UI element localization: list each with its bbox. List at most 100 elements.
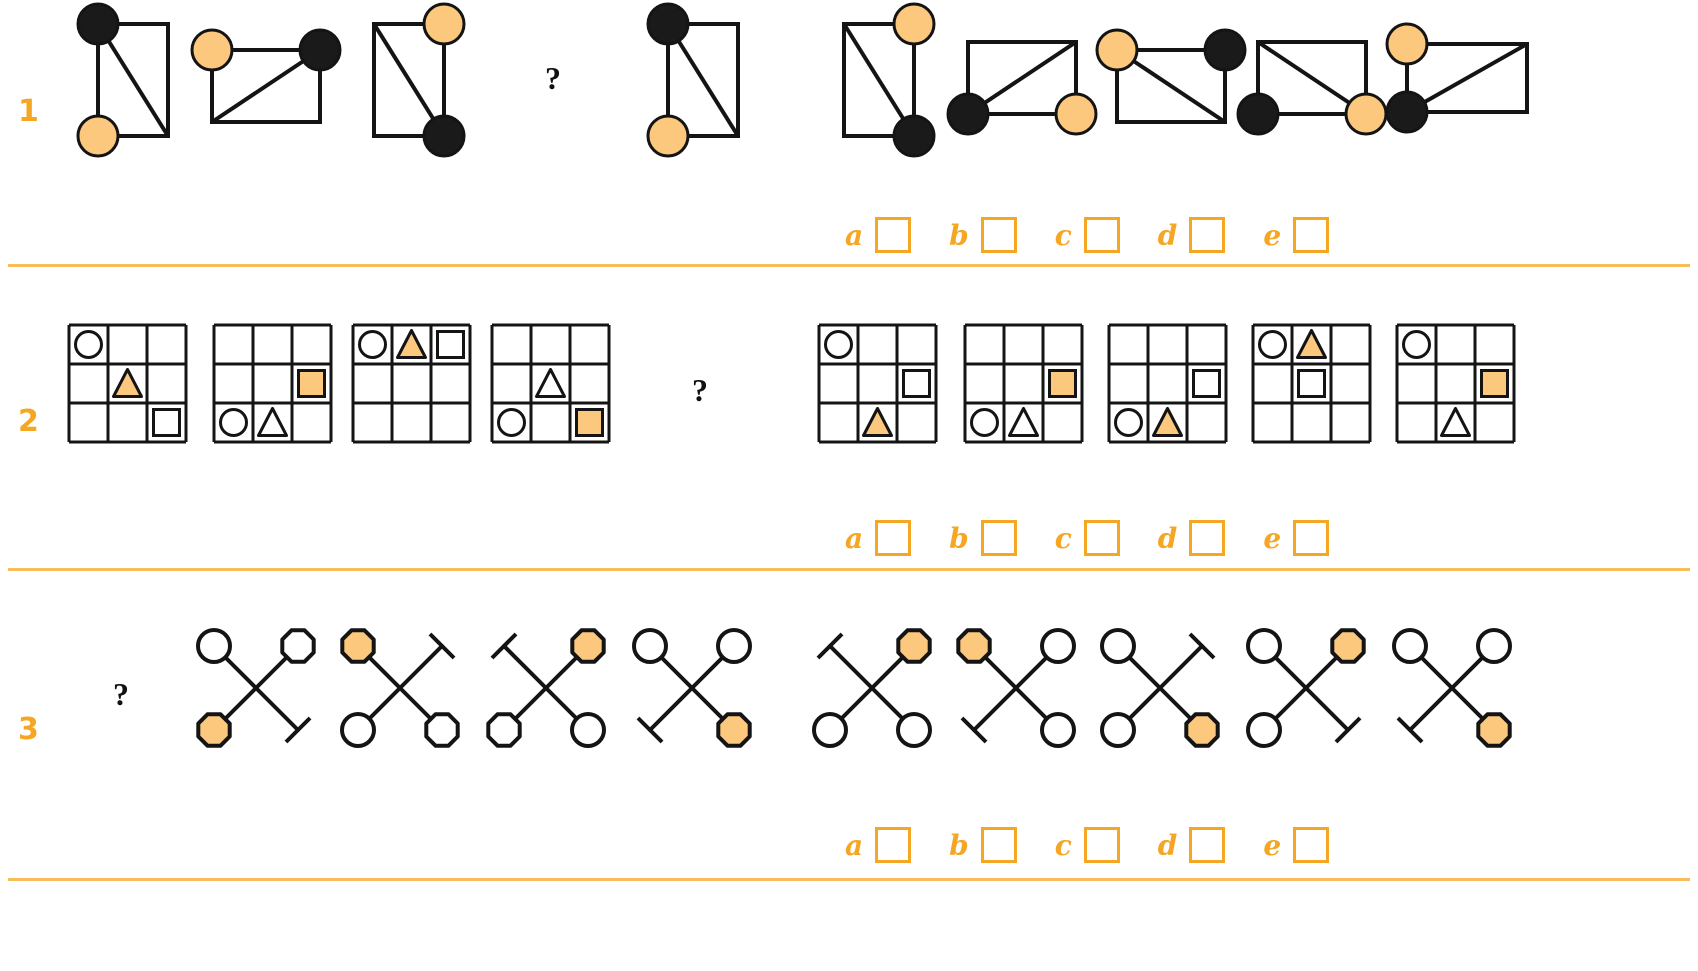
circle-endpoint-icon	[1040, 628, 1076, 664]
row2-sequence-item-4	[489, 322, 612, 445]
triangle-icon	[535, 368, 566, 398]
circle-endpoint-icon	[1100, 628, 1136, 664]
bar-cap-icon	[1334, 716, 1362, 744]
row3-option-b-figure[interactable]	[956, 628, 1076, 748]
row3-option-a-figure[interactable]	[812, 628, 932, 748]
row3-answer-options: a b c d e	[845, 827, 1330, 863]
row2-option-c-figure[interactable]	[1106, 322, 1229, 445]
octagon-endpoint-icon	[716, 712, 752, 748]
row-number-2: 2	[18, 404, 39, 439]
row2-answer-options: a b c d e	[845, 520, 1330, 556]
row2-divider	[8, 568, 1690, 571]
row1-option-a-checkbox[interactable]	[875, 217, 912, 253]
row3-option-d-checkbox[interactable]	[1189, 827, 1226, 863]
bar-cap-icon	[490, 632, 518, 660]
row1-sequence-item-3	[360, 2, 470, 158]
row2-option-a-figure[interactable]	[816, 322, 939, 445]
circle-icon	[219, 408, 248, 437]
row2-option-d[interactable]: d	[1158, 520, 1226, 556]
row3-divider	[8, 878, 1690, 881]
row3-option-c-checkbox[interactable]	[1083, 827, 1120, 863]
row1-option-d-checkbox[interactable]	[1189, 217, 1226, 253]
row3-question-mark: ?	[113, 676, 129, 712]
row1-sequence-item-2	[190, 28, 342, 138]
octagon-endpoint-icon	[570, 628, 606, 664]
row3-option-a-checkbox[interactable]	[875, 827, 912, 863]
row1-option-d-letter: d	[1157, 218, 1178, 252]
row3-option-c-figure[interactable]	[1100, 628, 1220, 748]
row1-option-d[interactable]: d	[1158, 217, 1226, 253]
square-icon	[297, 369, 326, 398]
row3-option-d[interactable]: d	[1158, 827, 1226, 863]
circle-icon	[358, 330, 387, 359]
row2-option-d-letter: d	[1157, 521, 1178, 555]
row2-option-a-checkbox[interactable]	[875, 520, 912, 556]
row3-option-c[interactable]: c	[1055, 827, 1120, 863]
row2-option-c[interactable]: c	[1055, 520, 1120, 556]
circle-endpoint-icon	[812, 712, 848, 748]
row1-option-e-letter: e	[1263, 218, 1282, 252]
row2-option-e-figure[interactable]	[1394, 322, 1517, 445]
row1-question-mark: ?	[545, 60, 561, 96]
row1-option-b-figure[interactable]	[946, 28, 1100, 138]
circle-icon	[1258, 330, 1287, 359]
row2-option-d-checkbox[interactable]	[1189, 520, 1226, 556]
bar-cap-icon	[816, 632, 844, 660]
row1-option-a[interactable]: a	[845, 217, 912, 253]
row2-option-e-checkbox[interactable]	[1293, 520, 1330, 556]
row3-option-e-checkbox[interactable]	[1293, 827, 1330, 863]
row1-option-c-figure[interactable]	[1095, 28, 1247, 138]
octagon-endpoint-icon	[1184, 712, 1220, 748]
triangle-icon	[112, 368, 143, 398]
row2-option-e-letter: e	[1263, 521, 1282, 555]
row3-option-a[interactable]: a	[845, 827, 912, 863]
row1-option-d-figure[interactable]	[1236, 28, 1390, 138]
square-icon	[152, 408, 181, 437]
row1-option-c-checkbox[interactable]	[1083, 217, 1120, 253]
row2-option-b-figure[interactable]	[962, 322, 1085, 445]
octagon-endpoint-icon	[340, 628, 376, 664]
row3-option-b-checkbox[interactable]	[980, 827, 1017, 863]
row1-divider	[8, 264, 1690, 267]
row2-option-d-figure[interactable]	[1250, 322, 1373, 445]
row2-option-e[interactable]: e	[1263, 520, 1330, 556]
row2-option-b-checkbox[interactable]	[980, 520, 1017, 556]
row3-sequence-item-4	[486, 628, 606, 748]
row3-option-b[interactable]: b	[949, 827, 1017, 863]
row3-option-e[interactable]: e	[1263, 827, 1330, 863]
circle-icon	[497, 408, 526, 437]
circle-icon	[74, 330, 103, 359]
row1-option-a-figure[interactable]	[830, 2, 950, 158]
row3-option-e-letter: e	[1263, 828, 1282, 862]
row1-option-e-checkbox[interactable]	[1293, 217, 1330, 253]
circle-icon	[1114, 408, 1143, 437]
circle-icon	[1402, 330, 1431, 359]
row2-option-a[interactable]: a	[845, 520, 912, 556]
row3-option-e-figure[interactable]	[1392, 628, 1512, 748]
row1-option-e[interactable]: e	[1263, 217, 1330, 253]
square-icon	[575, 408, 604, 437]
circle-endpoint-icon	[1246, 712, 1282, 748]
row1-option-e-figure[interactable]	[1385, 22, 1545, 137]
square-icon	[902, 369, 931, 398]
row2-option-c-checkbox[interactable]	[1083, 520, 1120, 556]
row2-option-b[interactable]: b	[949, 520, 1017, 556]
circle-icon	[824, 330, 853, 359]
triangle-icon	[257, 407, 288, 437]
row1-option-b[interactable]: b	[949, 217, 1017, 253]
bar-cap-icon	[1396, 716, 1424, 744]
bar-cap-icon	[428, 632, 456, 660]
row3-option-d-figure[interactable]	[1246, 628, 1366, 748]
circle-endpoint-icon	[570, 712, 606, 748]
square-icon	[1480, 369, 1509, 398]
circle-endpoint-icon	[1476, 628, 1512, 664]
row1-option-b-checkbox[interactable]	[980, 217, 1017, 253]
octagon-endpoint-icon	[196, 712, 232, 748]
row2-option-b-letter: b	[949, 521, 969, 555]
circle-endpoint-icon	[1040, 712, 1076, 748]
octagon-endpoint-icon	[1476, 712, 1512, 748]
square-icon	[436, 330, 465, 359]
triangle-icon	[1296, 329, 1327, 359]
row1-option-c[interactable]: c	[1055, 217, 1120, 253]
